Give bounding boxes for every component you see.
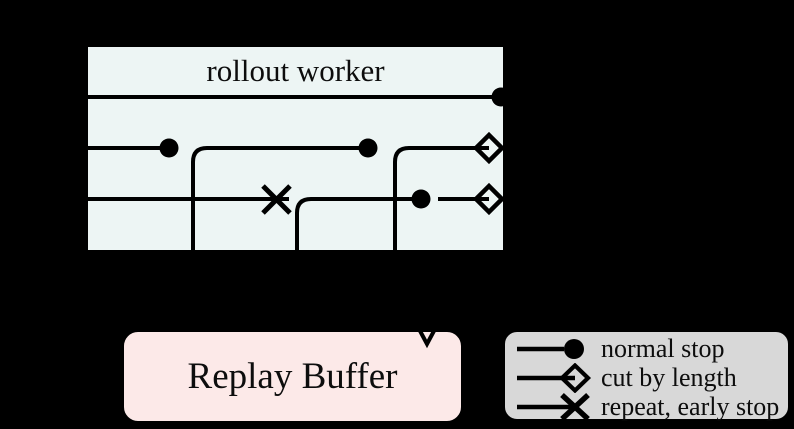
open-diamond-icon	[558, 362, 592, 393]
rollout-worker-box: rollout worker	[85, 44, 506, 253]
legend-label: repeat, early stop	[601, 391, 780, 421]
legend-row-repeat-early-stop: repeat, early stop	[505, 392, 788, 421]
replay-buffer-box: Replay Buffer	[122, 330, 463, 423]
repeat-early-stop-icon	[517, 392, 590, 421]
replay-buffer-title: Replay Buffer	[187, 356, 398, 397]
filled-circle-icon	[564, 338, 584, 359]
legend: normal stop cut by length repeat, early …	[503, 330, 790, 421]
legend-row-normal-stop: normal stop	[505, 334, 788, 363]
rollout-worker-title: rollout worker	[206, 53, 385, 88]
cut-by-length-icon	[517, 362, 592, 393]
x-mark-icon	[560, 392, 590, 421]
normal-stop-icon	[517, 338, 584, 359]
legend-label: cut by length	[601, 362, 737, 392]
legend-row-cut-by-length: cut by length	[505, 362, 788, 393]
legend-label: normal stop	[601, 333, 725, 363]
